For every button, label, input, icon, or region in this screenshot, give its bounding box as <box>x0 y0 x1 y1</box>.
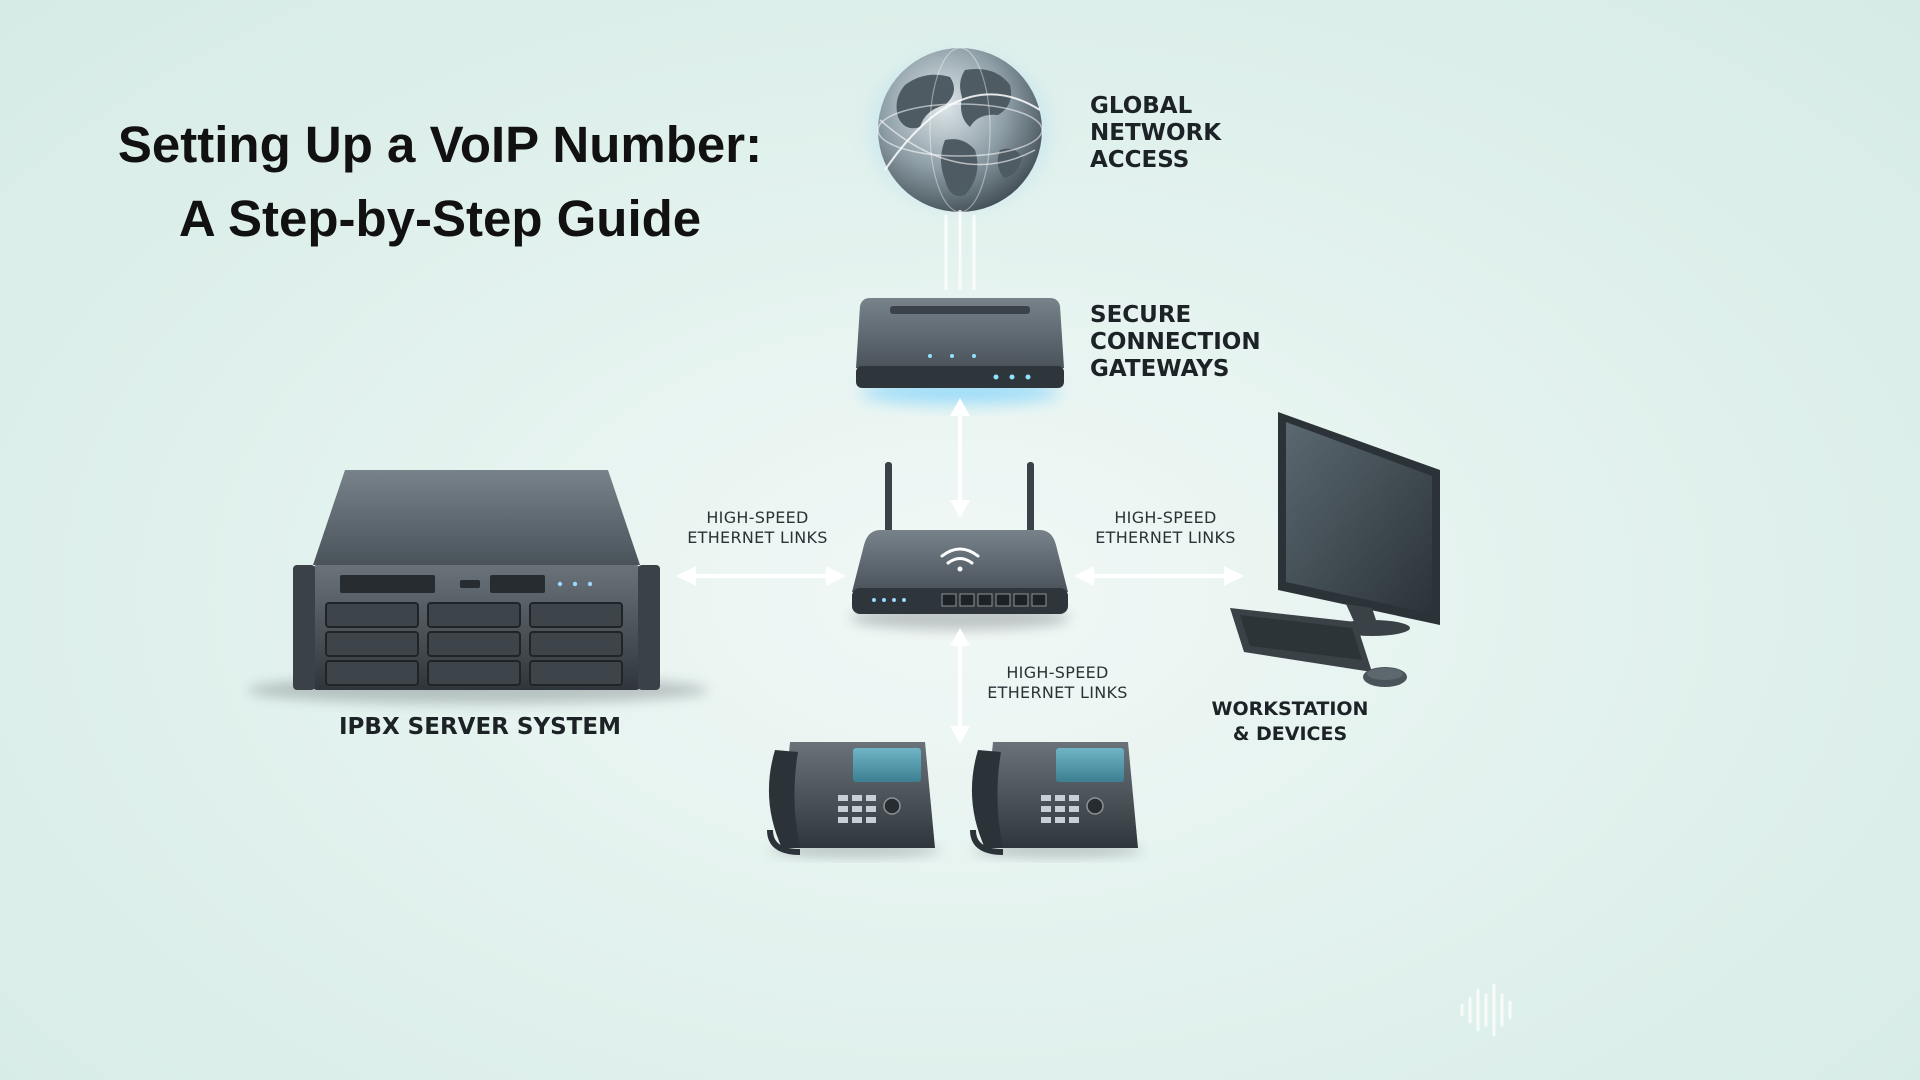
link-label-right: HIGH-SPEED ETHERNET LINKS <box>1095 508 1236 547</box>
router-device-icon <box>850 462 1070 630</box>
workstation-device-icon <box>1230 412 1440 687</box>
link-label-left: HIGH-SPEED ETHERNET LINKS <box>687 508 828 547</box>
waveform-logo-icon <box>1460 983 1512 1037</box>
router-workstation-arrow <box>1074 566 1244 586</box>
globe-label: GLOBAL NETWORK ACCESS <box>1090 93 1222 173</box>
ip-phone-right-icon <box>970 742 1143 857</box>
router-phones-arrow <box>950 628 970 744</box>
gateway-device-icon <box>856 298 1064 404</box>
gateway-label: SECURE CONNECTION GATEWAYS <box>1090 302 1261 382</box>
ip-phone-left-icon <box>767 742 940 857</box>
wifi-icon <box>940 547 980 572</box>
page-title: Setting Up a VoIP Number: A Step-by-Step… <box>100 108 780 256</box>
workstation-label: WORKSTATION & DEVICES <box>1211 698 1369 745</box>
title-line-1: Setting Up a VoIP Number: <box>117 116 763 173</box>
link-label-bottom: HIGH-SPEED ETHERNET LINKS <box>987 663 1128 702</box>
server-device-icon <box>248 470 708 704</box>
globe-icon <box>868 47 1052 213</box>
title-line-2: A Step-by-Step Guide <box>178 190 702 247</box>
uplink-beams <box>944 210 976 290</box>
server-label: IPBX SERVER SYSTEM <box>339 714 621 740</box>
server-router-arrow <box>676 566 846 586</box>
gateway-router-arrow <box>950 398 970 518</box>
